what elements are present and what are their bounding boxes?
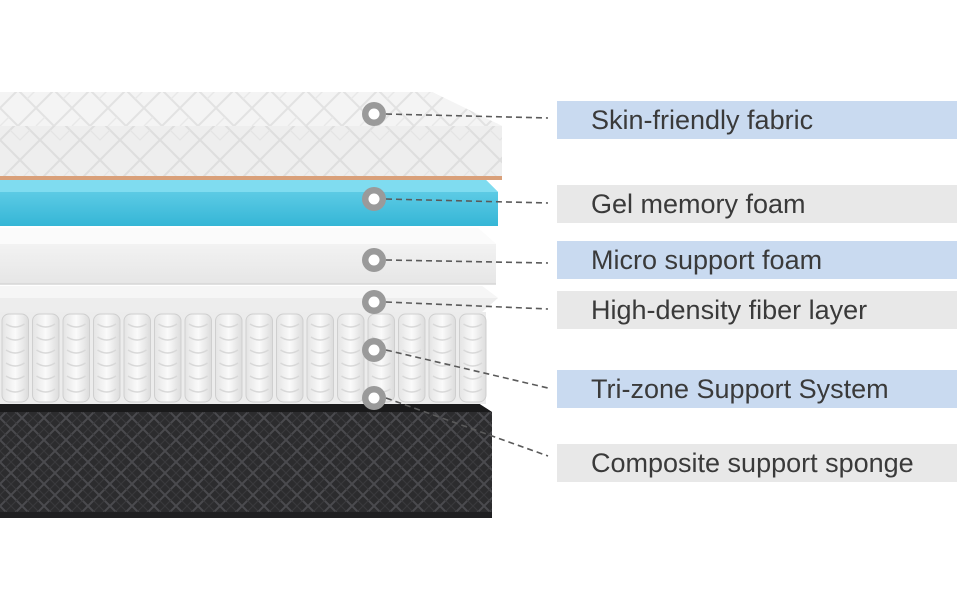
layer-composite-support-sponge: [0, 403, 492, 518]
layer-tri-zone-support-system: [0, 312, 486, 404]
pocket-spring: [277, 314, 304, 402]
pocket-spring: [63, 314, 90, 402]
pocket-spring: [124, 314, 151, 402]
callout-marker-center: [369, 393, 380, 404]
layer-micro-support-foam: [0, 228, 496, 284]
callout-marker-center: [369, 194, 380, 205]
callout-marker-center: [369, 109, 380, 120]
layer-label: Gel memory foam: [557, 185, 957, 223]
layer-label: Micro support foam: [557, 241, 957, 279]
pocket-spring: [338, 314, 365, 402]
layer-label: Skin-friendly fabric: [557, 101, 957, 139]
layer-skin-friendly-fabric: [0, 92, 502, 180]
pocket-spring: [2, 314, 29, 402]
layer-gel-memory-foam: [0, 180, 498, 226]
layer-high-density-fiber: [0, 286, 498, 312]
callout-marker-center: [369, 255, 380, 266]
pocket-spring: [94, 314, 121, 402]
pocket-spring: [185, 314, 212, 402]
pocket-spring: [307, 314, 334, 402]
callout-marker-center: [369, 345, 380, 356]
callout-marker-center: [369, 297, 380, 308]
pocket-spring: [429, 314, 456, 402]
pocket-spring: [216, 314, 243, 402]
pocket-spring: [33, 314, 60, 402]
layer-label: Tri-zone Support System: [557, 370, 957, 408]
pocket-spring: [155, 314, 182, 402]
pocket-spring: [246, 314, 273, 402]
layer-label: High-density fiber layer: [557, 291, 957, 329]
pocket-spring: [460, 314, 487, 402]
layer-label: Composite support sponge: [557, 444, 957, 482]
